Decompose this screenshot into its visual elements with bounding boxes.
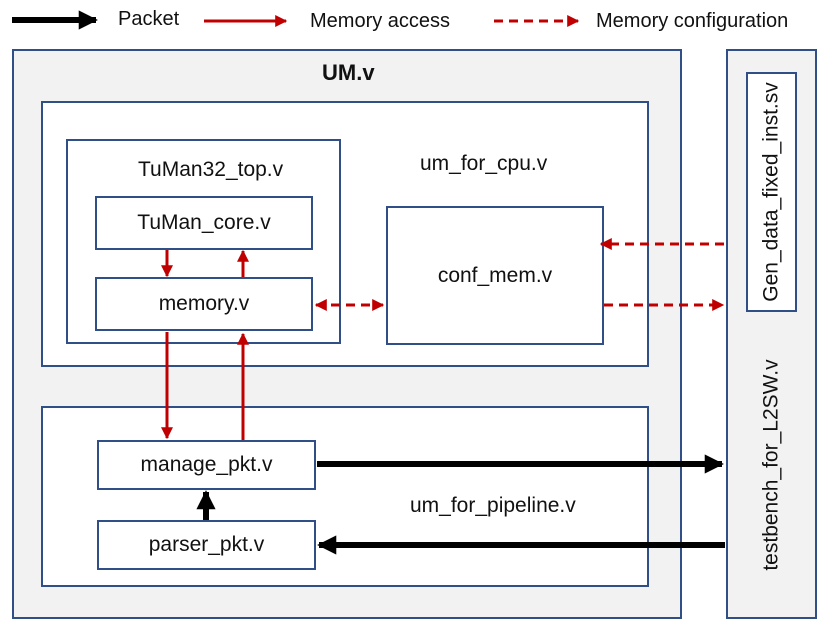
legend-packet-label: Packet xyxy=(118,8,180,30)
tuman32-top-module-label: TuMan32_top.v xyxy=(138,158,284,181)
um-for-cpu-module-label: um_for_cpu.v xyxy=(420,152,548,175)
tuman-core-module-label: TuMan_core.v xyxy=(137,211,271,234)
parser-pkt-module-label: parser_pkt.v xyxy=(148,533,265,556)
conf-mem-module-box: conf_mem.v xyxy=(386,206,604,345)
um-for-pipeline-module-label: um_for_pipeline.v xyxy=(410,494,576,517)
memory-module-label: memory.v xyxy=(158,292,250,315)
conf-mem-module-label: conf_mem.v xyxy=(437,263,553,287)
parser-pkt-module-box: parser_pkt.v xyxy=(97,520,316,570)
legend-memory-access-label: Memory access xyxy=(310,10,451,32)
legend-memory-configuration-label: Memory configuration xyxy=(596,10,789,32)
manage-pkt-module-label: manage_pkt.v xyxy=(140,453,273,476)
memory-module-box: memory.v xyxy=(95,277,313,331)
tuman-core-module-box: TuMan_core.v xyxy=(95,196,313,250)
um-module-label: UM.v xyxy=(322,60,375,85)
manage-pkt-module-box: manage_pkt.v xyxy=(97,440,316,490)
gen-data-module-box xyxy=(746,72,797,312)
